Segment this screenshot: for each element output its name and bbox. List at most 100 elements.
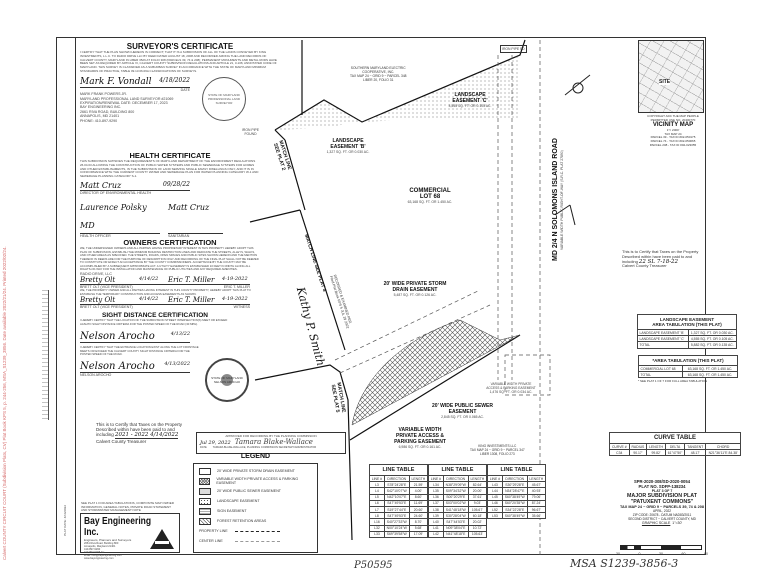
owners-body: WE, THE UNDERSIGNED OWNERS AND ALL PARTI… (80, 246, 259, 271)
landscape-easement-b (275, 100, 362, 130)
sight-distance-certification: SIGHT DISTANCE CERTIFICATION I HEREBY CE… (80, 312, 280, 377)
approval-signature: Tamara Blake-Wallace (234, 438, 313, 447)
owner-title-label: BRETT OLT (VICE PRESIDENT) (80, 284, 133, 289)
witness-name: ERIC T. MILLER (223, 284, 250, 289)
director-signature: Matt Cruz (80, 180, 122, 190)
approval-date: Jul 29, 2022 (200, 440, 231, 447)
north-arrow-icon (572, 82, 584, 94)
date-label: DATE (180, 87, 190, 92)
sight-title: SIGHT DISTANCE CERTIFICATION (102, 312, 208, 319)
surveyor-signature: Mark F. Vondall (80, 76, 152, 87)
case-number: SPR-2020-308/SD-2020-0054 (633, 479, 691, 484)
ruler (42, 290, 49, 420)
line-table-title: LINE TABLE (487, 464, 546, 475)
legend: LEGEND 20' WIDE PRIVATE STORM DRAIN EASE… (193, 453, 318, 553)
witness-label: WITNESS (233, 305, 250, 310)
health-officer-label: HEALTH OFFICER (80, 234, 111, 239)
swatch-crosshatch-icon (199, 477, 211, 485)
legend-center-line: CENTER LINE (199, 536, 312, 546)
approval-label: APPROVED FOR RECORDING BY THE PLANNING C… (225, 434, 317, 438)
tax-certification-right: This is to Certify that Taxes on the Pro… (622, 249, 699, 269)
title-block: SPR-2020-308/SD-2020-0054 PLAT NO. SDFP-… (620, 479, 704, 525)
legend-title: LEGEND (240, 453, 271, 460)
swatch-diagonal-icon (199, 517, 211, 525)
sanitarian-signature: Matt Cruz (168, 203, 210, 213)
legend-item: 20' WIDE PUBLIC SEWER EASEMENT (199, 486, 312, 496)
plat-notes: SEE PLAT 1 FOR AREA TABULATIONS, COMPOSI… (81, 501, 174, 513)
landscape-easement-b-label: LANDSCAPE EASEMENT 'B'1,327 SQ. FT. OR 0… (326, 138, 370, 154)
health-title: HEALTH CERTIFICATE (129, 151, 211, 160)
access-easement-2-label: VARIABLE WIDTH PRIVATE ACCESS & PARKING … (486, 382, 536, 394)
engineer-seal: STATE OF MARYLAND NELSON AROCHO (205, 358, 249, 402)
health-body: THIS SUBDIVISION SATISFIES THE REQUIREME… (80, 159, 259, 179)
owner-date-2: 4/14/22 (139, 296, 159, 303)
swatch-plain-icon (199, 467, 211, 475)
owners-certification: OWNERS CERTIFICATION WE, THE UNDERSIGNED… (80, 238, 259, 310)
line-table-title: LINE TABLE (369, 464, 428, 475)
owners-body-2: WE, THE PROPERTY OWNER AND ALL PARTIES H… (80, 288, 251, 296)
vicinity-map: SITE (638, 40, 704, 113)
health-certificate: HEALTH CERTIFICATE THIS SUBDIVISION SATI… (80, 151, 260, 239)
footer-right-note: MSA S1239-3856-3 (570, 557, 679, 570)
sewer-easement-hatch (351, 319, 521, 426)
iron-pipe-fd-label: IRON PIPE FD (500, 45, 527, 53)
plat-number: PLAT NO. SDFP-138234 (638, 484, 686, 489)
owner-signature: Bretty Olt (80, 275, 116, 284)
surveyor-info: MARK FRANK POWERS JR.MARYLAND PROFESSION… (80, 92, 174, 123)
health-officer-signature: Laurence Polsky MD (80, 203, 147, 231)
plat-type: MAJOR SUBDIVISION PLAT (627, 493, 697, 499)
approval-date-label: DATE (200, 446, 207, 450)
sight-body-1: I HEREBY CERTIFY THAT THE LOCATION OF TH… (80, 318, 228, 326)
sight-signature-1: Nelson Arocho (80, 331, 155, 342)
owners-company: RADIO DRIVE, LLC (80, 271, 112, 276)
access-easement-label: VARIABLE WIDTH PRIVATE ACCESS & PARKING … (394, 427, 446, 449)
surveyor-body: I CERTIFY THAT THE PLAN SHOWN HEREON IS … (80, 50, 277, 73)
plat-sheet (56, 37, 706, 555)
sanitarian-label: SANITARIAN (168, 234, 190, 239)
approval-name: TAMARA BLAKE-WALLACE, PLANNING COMMISSIO… (212, 446, 317, 450)
company-block: Bay Engineering Inc. Engineers, Planners… (80, 513, 180, 560)
witness-signature-2: Eric T. Miller (168, 296, 215, 305)
subdivision-name: "PATUXENT COMMONS" (630, 499, 694, 505)
footer-left-note: P50595 (354, 560, 393, 571)
left-border (75, 37, 76, 555)
sight-signature-2: Nelson Arocho (80, 360, 155, 372)
graphic-scale (620, 545, 702, 550)
witness-date-2: 4-19-2022 (222, 296, 248, 303)
surveyor-seal: STATE OF MARYLAND PROFESSIONAL LAND SURV… (202, 76, 246, 121)
sight-name: NELSON AROCHO (80, 372, 112, 377)
director-label: DIRECTOR OF ENVIRONMENTAL HEALTH (80, 190, 152, 195)
legend-item: 20' WIDE PRIVATE STORM DRAIN EASEMENT (199, 466, 312, 476)
iron-pipe-label: IRON PIPE FOUND (241, 128, 260, 136)
director-date: 09/28/22 (163, 180, 190, 188)
vicinity-title: VICINITY MAP (652, 122, 694, 129)
area-note: * SEE PLAT 1 OF 7 FOR FULL AREA TABULATI… (638, 379, 708, 384)
legend-item: VARIABLE WIDTH PRIVATE ACCESS & PARKING … (199, 476, 312, 486)
swatch-stipple-icon (199, 497, 211, 505)
owner-date: 4/14/22 (139, 275, 159, 282)
site-marker: SITE (659, 79, 671, 85)
line-table-title: LINE TABLE (428, 464, 487, 475)
swatch-dots-icon (199, 487, 211, 495)
legend-item: LANDSCAPE EASEMENT (199, 496, 312, 506)
sight-body-2: I HEREBY CERTIFY THAT THE ENTRANCE LOCAT… (80, 345, 199, 356)
planning-approval: APPROVED FOR RECORDING BY THE PLANNING C… (196, 432, 346, 454)
company-tag: Engineers, Planners and Surveyors (84, 538, 132, 542)
sheet-number: PLAT 3 OF 7 (651, 489, 673, 493)
legend-item: SIGN EASEMENT (199, 506, 312, 516)
area-tabulation: *AREA TABULATION (THIS PLAT) COMMERCIAL … (637, 355, 738, 384)
sight-date-2: 4/13/2022 (164, 360, 190, 367)
